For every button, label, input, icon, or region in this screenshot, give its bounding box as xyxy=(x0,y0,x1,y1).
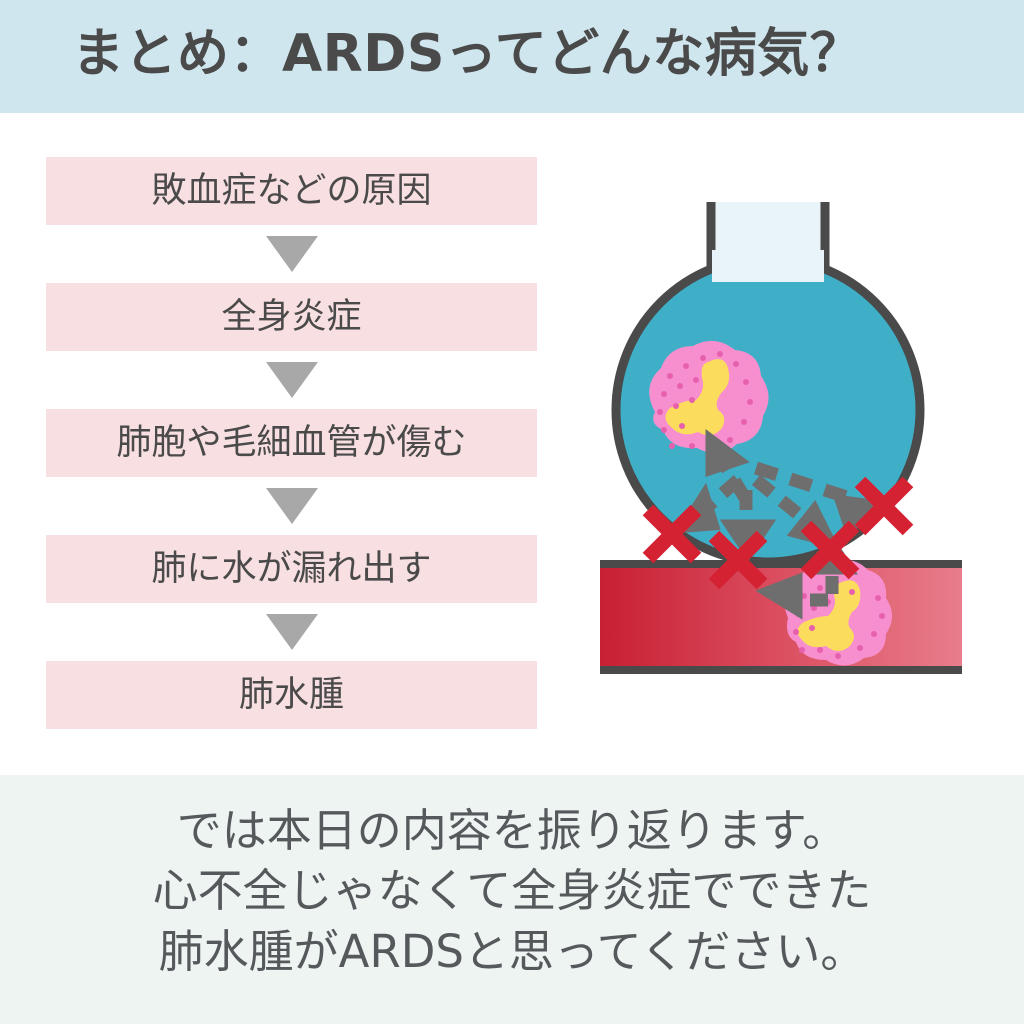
dashed-arrow-group xyxy=(673,429,887,620)
flow-arrow-3 xyxy=(46,477,537,535)
header-band: まとめ：ARDSってどんな病気？ xyxy=(0,0,1024,113)
flow-step-label: 肺胞や毛細血管が傷む xyxy=(116,422,467,463)
red-x-mark xyxy=(854,476,914,536)
page-title: まとめ：ARDSってどんな病気？ xyxy=(72,24,863,84)
immune-cell-alveolar xyxy=(649,340,769,454)
triangle-down-icon xyxy=(265,488,318,524)
triangle-down-icon xyxy=(265,362,318,398)
flow-step-label: 敗血症などの原因 xyxy=(151,170,432,211)
immune-cell-capillary xyxy=(784,560,892,666)
capillary-vessel xyxy=(600,560,962,674)
caption-text: では本日の内容を振り返ります。 心不全じゃなくて全身炎症でできた 肺水腫がARD… xyxy=(0,801,1024,982)
red-x-mark xyxy=(708,530,768,590)
flow-step-label: 全身炎症 xyxy=(221,296,362,337)
caption-band: では本日の内容を振り返ります。 心不全じゃなくて全身炎症でできた 肺水腫がARD… xyxy=(0,775,1024,1024)
flow-arrow-2 xyxy=(46,351,537,409)
red-x-mark-group xyxy=(642,476,914,590)
flow-step-4: 肺に水が漏れ出す xyxy=(46,535,537,603)
red-x-mark xyxy=(642,504,702,564)
flow-arrow-1 xyxy=(46,225,537,283)
dashed-arrow xyxy=(755,572,828,620)
caption-line-2: 心不全じゃなくて全身炎症でできた xyxy=(152,864,872,918)
triangle-down-icon xyxy=(265,236,318,272)
flow-step-3: 肺胞や毛細血管が傷む xyxy=(46,409,537,477)
caption-line-3: 肺水腫がARDSと思ってください。 xyxy=(158,924,866,978)
flow-step-1: 敗血症などの原因 xyxy=(46,157,537,225)
flow-step-5: 肺水腫 xyxy=(46,661,537,729)
flow-step-label: 肺水腫 xyxy=(238,674,344,715)
flow-step-2: 全身炎症 xyxy=(46,283,537,351)
dashed-arrow xyxy=(754,461,887,538)
alveolus-capillary-diagram xyxy=(560,150,990,720)
caption-line-1: では本日の内容を振り返ります。 xyxy=(176,804,848,857)
triangle-down-icon xyxy=(265,614,318,650)
flow-chart: 敗血症などの原因 全身炎症 肺胞や毛細血管が傷む 肺に水が漏れ出す 肺水腫 xyxy=(46,157,537,729)
flow-step-label: 肺に水が漏れ出す xyxy=(151,548,432,589)
flow-arrow-4 xyxy=(46,603,537,661)
red-x-mark xyxy=(800,520,860,580)
